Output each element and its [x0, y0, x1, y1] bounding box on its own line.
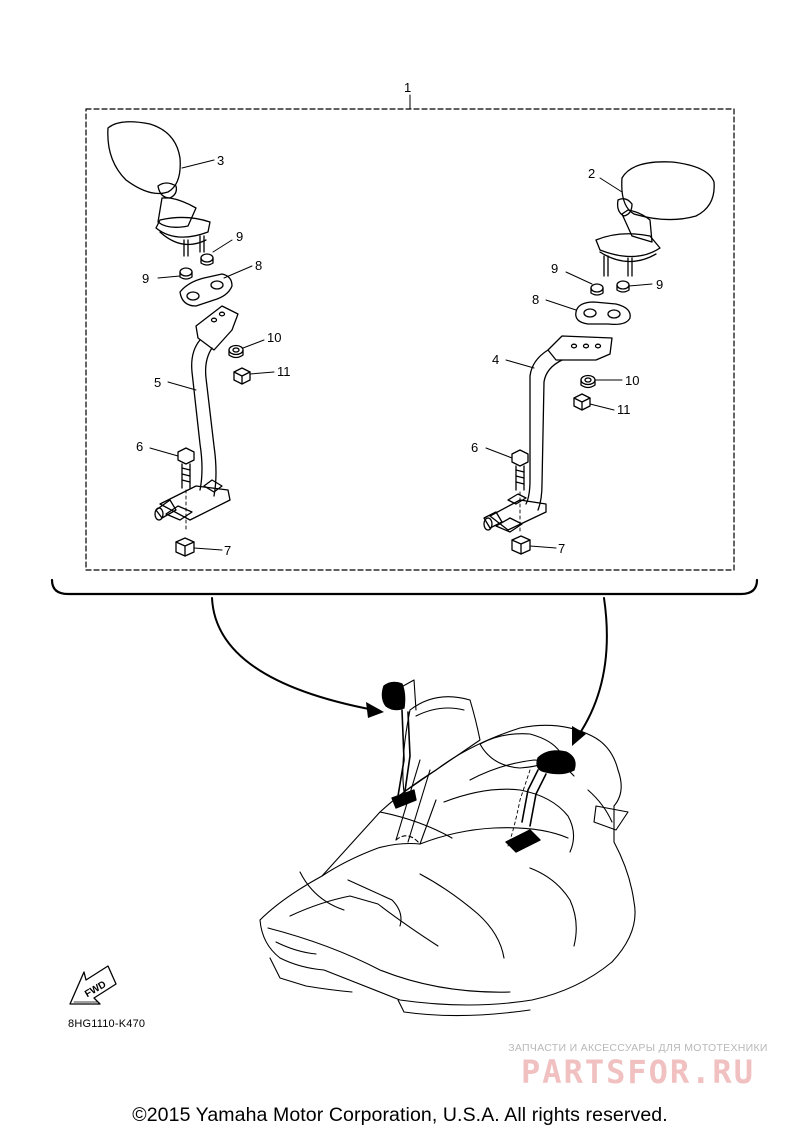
nut-right-part-7 [511, 535, 531, 555]
installed-mirror-right [505, 750, 576, 853]
stay-left-part-5 [154, 305, 239, 521]
fwd-arrow-icon [69, 965, 117, 1005]
installed-mirror-left [381, 679, 417, 809]
nut-left-part-9b [179, 267, 193, 280]
callout-8-right: 8 [532, 292, 539, 307]
callout-3: 3 [217, 153, 224, 168]
callout-5: 5 [154, 375, 161, 390]
copyright-notice: ©2015 Yamaha Motor Corporation, U.S.A. A… [132, 1104, 668, 1126]
callout-11-right: 11 [617, 402, 631, 417]
callout-1: 1 [404, 80, 411, 95]
callout-4: 4 [492, 352, 499, 367]
callout-labels: 1 2 3 4 5 6 6 7 7 8 8 9 9 9 9 10 10 11 1… [136, 80, 663, 558]
nut-right-part-9b [616, 280, 630, 293]
location-arrow-left [211, 597, 375, 711]
bolt-right-part-6 [511, 449, 529, 491]
callout-8-left: 8 [255, 258, 262, 273]
location-arrow-right [577, 597, 608, 737]
mirror-right-part-2 [595, 161, 715, 277]
spacer-left-part-10 [228, 344, 244, 359]
watermark: ЗАПЧАСТИ И АКСЕССУАРЫ ДЛЯ МОТОТЕХНИКИ PA… [488, 1042, 788, 1090]
watercraft-outline [259, 724, 636, 1017]
callout-7-left: 7 [224, 543, 231, 558]
callout-10-left: 10 [267, 330, 281, 345]
callout-6-left: 6 [136, 439, 143, 454]
callout-9-right-left: 9 [551, 261, 558, 276]
callout-10-right: 10 [625, 373, 639, 388]
callout-7-right: 7 [558, 541, 565, 556]
mirror-left-part-3 [107, 121, 211, 257]
nut-left-part-7 [175, 537, 195, 557]
watermark-logo: PARTSFOR.RU [521, 1053, 755, 1091]
spacer-right-part-10 [580, 374, 596, 389]
kit-bracket [50, 578, 759, 596]
watermark-tagline: ЗАПЧАСТИ И АКСЕССУАРЫ ДЛЯ МОТОТЕХНИКИ [508, 1042, 768, 1054]
spacer-left-part-8 [179, 273, 233, 307]
spacer-right-part-8 [575, 301, 631, 326]
callout-9-left-top: 9 [236, 229, 243, 244]
kit-dashed-box [85, 108, 735, 571]
callout-11-left: 11 [277, 364, 291, 379]
nut-right-part-9a [590, 283, 604, 296]
callout-2: 2 [588, 166, 595, 181]
callout-9-right: 9 [656, 277, 663, 292]
callout-9-left: 9 [142, 271, 149, 286]
stay-right-part-4 [483, 335, 613, 533]
bolt-left-part-6 [177, 447, 195, 489]
callout-6-right: 6 [471, 440, 478, 455]
nut-left-part-11 [233, 367, 251, 385]
diagram-code: 8HG1110-K470 [68, 1018, 146, 1030]
nut-left-part-9a [200, 253, 214, 266]
nut-right-part-11 [573, 393, 591, 411]
